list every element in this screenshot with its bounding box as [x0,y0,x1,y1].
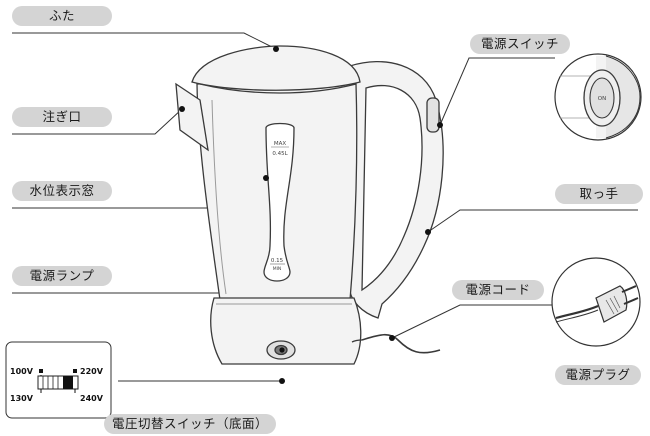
body-inner [211,99,227,295]
label-power-cord: 電源コード [452,280,544,300]
kettle-base [210,297,362,365]
plug-zoom [551,257,641,347]
voltage-a-top: 100V [10,367,34,376]
kettle-spout [175,82,209,152]
handle-switch [426,97,440,133]
window-max-volume: 0.45L [272,151,288,157]
kettle [175,45,444,365]
voltage-b-bottom: 240V [80,394,104,403]
cord-base-link [351,339,363,343]
spout-leader [12,108,183,135]
voltage-a-bottom: 130V [10,394,34,403]
voltage-b-top: 220V [80,367,104,376]
handle-dot [425,229,431,235]
switch-dot [437,122,443,128]
power-switch-zoom [554,53,642,141]
handle-opening [361,84,423,292]
lid-leader [12,32,277,50]
water-level-window [263,122,295,282]
power-switch-on-label: ON [598,96,606,102]
lamp-dot [279,347,285,353]
voltage-switch-inset [5,341,112,419]
label-power-plug: 電源プラグ [555,365,641,385]
window-dot [263,175,269,181]
cord-dot [389,335,395,341]
label-voltage-switch: 電圧切替スイッチ（底面） [104,414,276,434]
spout-dot [179,106,185,112]
label-power-switch: 電源スイッチ [470,34,570,54]
leader-dots [179,46,443,384]
window-min-value: 0.15 [271,258,284,264]
lid-dot [273,46,279,52]
power-cord [361,333,441,354]
window-min-label: MIN [273,266,282,272]
label-lid: ふた [12,6,112,26]
window-max-label: MAX [274,141,287,147]
handle-leader [427,209,638,233]
cord-leader [391,304,555,339]
label-handle: 取っ手 [555,184,643,204]
label-power-lamp: 電源ランプ [12,266,112,286]
label-spout: 注ぎ口 [12,107,112,127]
switch-leader [439,57,555,126]
kettle-lid [191,45,361,91]
label-water-window: 水位表示窓 [12,181,112,201]
voltage-dot [279,378,285,384]
lid-rim [199,83,357,94]
